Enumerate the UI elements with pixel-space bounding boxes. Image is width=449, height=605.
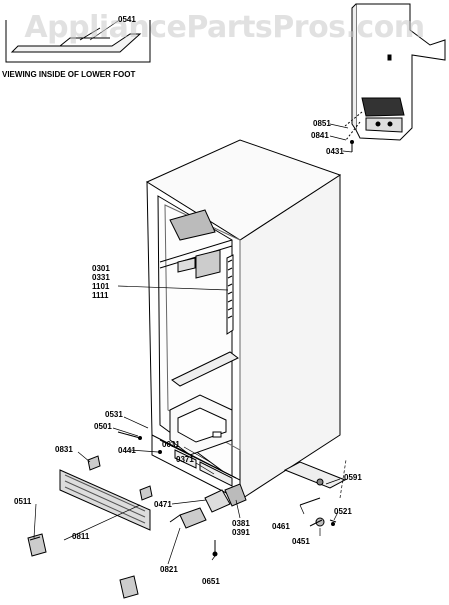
part-label-0501: 0501 <box>94 422 112 431</box>
cabinet-shell <box>145 139 347 501</box>
part-label-0031: 0031 <box>162 440 180 449</box>
inset-part-label: 0541 <box>118 15 136 24</box>
part-label-0331: 0331 <box>92 273 110 282</box>
part-label-0391: 0391 <box>232 528 250 537</box>
part-label-0381: 0381 <box>232 519 250 528</box>
part-label-1101: 1101 <box>92 282 110 291</box>
part-label-0301: 0301 <box>92 264 110 273</box>
part-label-0651: 0651 <box>202 577 220 586</box>
part-label-0371: 0371 <box>176 455 194 464</box>
part-label-0511: 0511 <box>14 497 32 506</box>
part-label-0831: 0831 <box>55 445 73 454</box>
part-label-0471: 0471 <box>154 500 172 509</box>
part-label-0461: 0461 <box>272 522 290 531</box>
part-label-0821: 0821 <box>160 565 178 574</box>
rear-cabinet-view <box>344 3 446 152</box>
part-label-1111: 1111 <box>92 291 109 300</box>
lower-foot-inset <box>5 20 151 63</box>
part-label-0591: 0591 <box>344 473 362 482</box>
inset-caption: VIEWING INSIDE OF LOWER FOOT <box>2 70 136 79</box>
part-label-0841: 0841 <box>311 131 329 140</box>
small-parts <box>27 431 337 599</box>
leader-lines <box>33 20 353 565</box>
part-label-0451: 0451 <box>292 537 310 546</box>
part-label-0441: 0441 <box>118 446 136 455</box>
part-label-0811: 0811 <box>72 532 90 541</box>
part-label-0521: 0521 <box>334 507 352 516</box>
part-label-0851: 0851 <box>313 119 331 128</box>
toe-grille <box>59 469 151 531</box>
part-label-0431: 0431 <box>326 147 344 156</box>
part-label-0531: 0531 <box>105 410 123 419</box>
